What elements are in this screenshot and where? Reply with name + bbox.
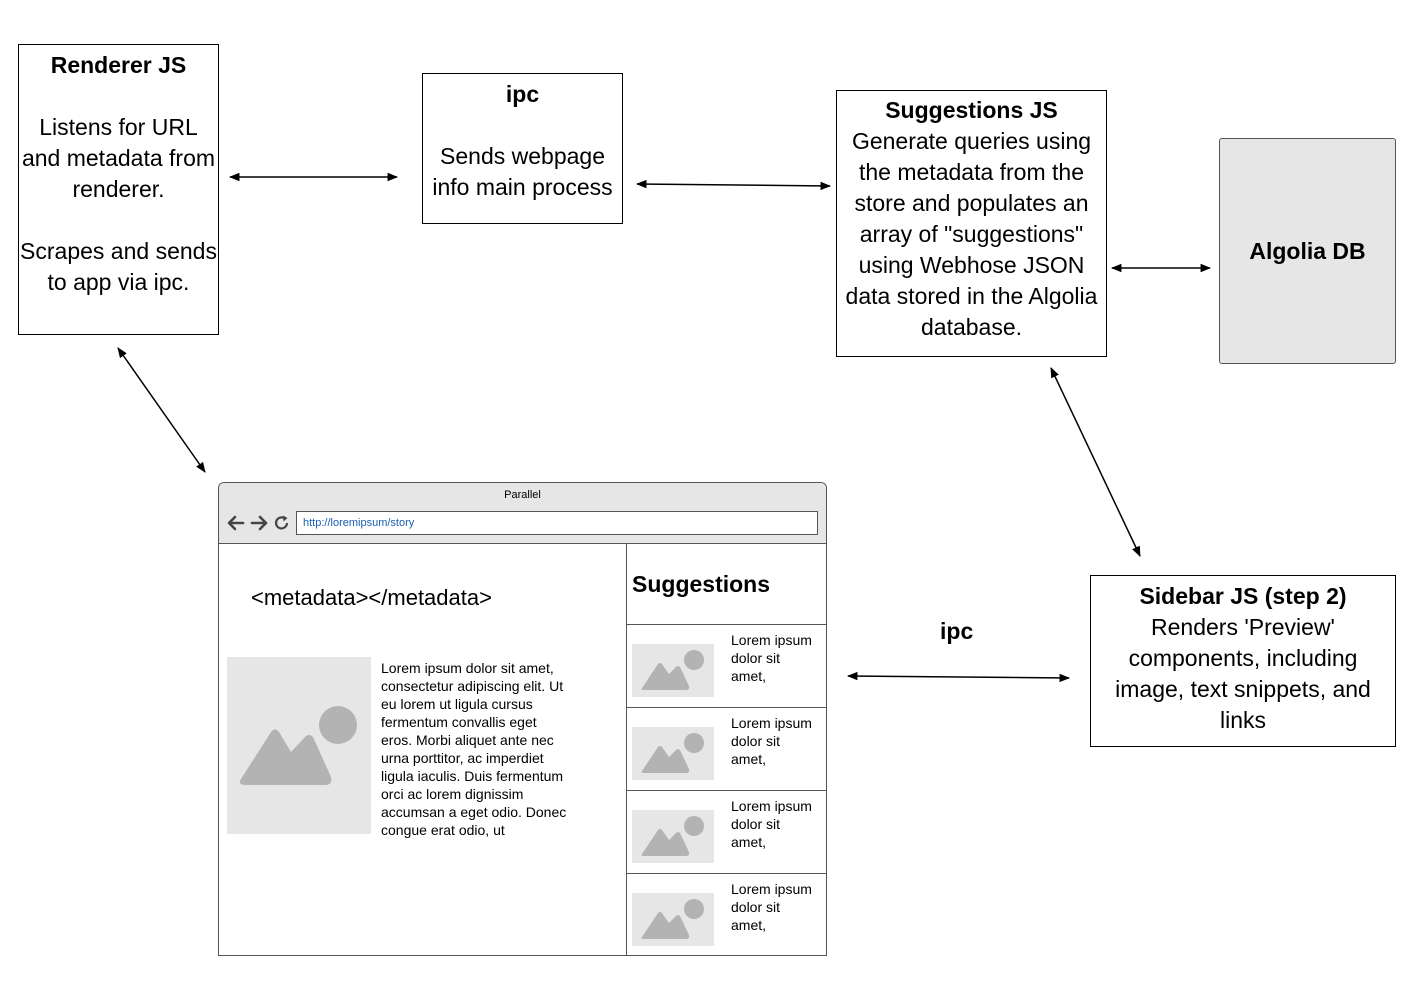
ipc-box-title: ipc (505, 81, 540, 107)
card-text: Lorem ipsum dolor sit amet, (731, 881, 812, 933)
image-placeholder-icon (641, 650, 704, 690)
browser-titlebar: Parallel http://loremipsum/story (219, 483, 826, 544)
sidebar-js-body: Renders 'Preview' components, including … (1115, 614, 1371, 733)
image-placeholder-icon (641, 816, 704, 856)
card-thumbnail (632, 810, 714, 863)
renderer-js-title: Renderer JS (50, 52, 187, 78)
card-thumbnail (632, 727, 714, 780)
arrow-renderer-browser (117, 347, 206, 473)
suggestions-sidebar: Suggestions Lorem ipsum dolor sit amet, … (627, 543, 826, 955)
sidebar-js-title: Sidebar JS (step 2) (1139, 583, 1347, 609)
card-thumbnail (632, 644, 714, 697)
back-arrow-icon[interactable] (226, 514, 246, 532)
url-bar[interactable]: http://loremipsum/story (296, 511, 818, 535)
metadata-tag-text: <metadata></metadata> (251, 585, 492, 610)
suggestions-js-body: Generate queries using the metadata from… (845, 128, 1098, 340)
arrow-suggestions-sidebar (1050, 367, 1141, 557)
suggestions-js-title: Suggestions JS (885, 97, 1058, 123)
sidebar-title: Suggestions (632, 571, 771, 597)
card-text: Lorem ipsum dolor sit amet, (731, 798, 812, 850)
image-placeholder-icon (641, 899, 704, 939)
suggestion-card[interactable]: Lorem ipsum dolor sit amet, (627, 708, 826, 791)
suggestion-card[interactable]: Lorem ipsum dolor sit amet, (627, 874, 826, 955)
card-thumbnail (632, 893, 714, 946)
article-image (227, 657, 371, 834)
renderer-js-body: Listens for URL and metadata from render… (20, 114, 217, 295)
algolia-db-title: Algolia DB (1249, 237, 1366, 264)
window-title: Parallel (504, 489, 541, 501)
page-content: <metadata></metadata> Lorem ipsum dolor … (219, 543, 627, 955)
article-text: Lorem ipsum dolor sit amet, consectetur … (381, 660, 567, 838)
ipc-connector-label: ipc (940, 618, 974, 644)
forward-arrow-icon[interactable] (249, 514, 269, 532)
suggestion-card[interactable]: Lorem ipsum dolor sit amet, (627, 625, 826, 708)
browser-window-mockup: Parallel http://loremipsum/story <metada… (218, 482, 827, 956)
suggestions-js-box: Suggestions JS Generate queries using th… (836, 90, 1107, 357)
reload-icon[interactable] (273, 514, 291, 532)
sidebar-js-box: Sidebar JS (step 2) Renders 'Preview' co… (1090, 575, 1396, 747)
arrow-browser-sidebar (846, 671, 1071, 683)
arrow-ipc-suggestions (635, 179, 832, 191)
suggestion-card[interactable]: Lorem ipsum dolor sit amet, (627, 791, 826, 874)
image-placeholder-icon (641, 733, 704, 773)
ipc-box-body: Sends webpage info main process (432, 143, 613, 200)
image-placeholder-icon (239, 706, 357, 785)
card-text: Lorem ipsum dolor sit amet, (731, 632, 812, 684)
card-text: Lorem ipsum dolor sit amet, (731, 715, 812, 767)
algolia-db-box: Algolia DB (1219, 138, 1396, 364)
sidebar-header: Suggestions (627, 543, 826, 625)
ipc-box: ipc Sends webpage info main process (422, 73, 623, 224)
renderer-js-box: Renderer JS Listens for URL and metadata… (18, 44, 219, 335)
